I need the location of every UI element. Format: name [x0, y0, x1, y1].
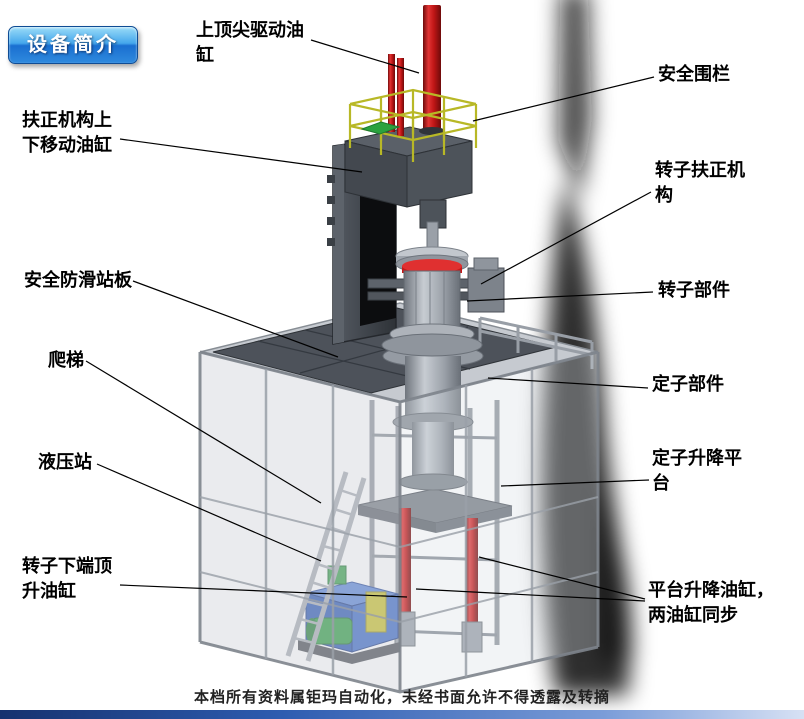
label-top-cylinder: 上顶尖驱动油缸 — [196, 20, 304, 65]
label-stator-lift-platform: 定子升降平台 — [652, 448, 742, 493]
label-centering-cylinder: 扶正机构上下移动油缸 — [22, 110, 112, 155]
label-rotor-centering: 转子扶正机构 — [655, 160, 745, 205]
label-rotor-part: 转子部件 — [658, 280, 730, 300]
label-hydraulic-station: 液压站 — [38, 452, 92, 472]
label-ladder: 爬梯 — [48, 350, 84, 370]
top-cylinder-rods — [388, 5, 445, 136]
label-stator-part: 定子部件 — [652, 374, 724, 394]
watermark-text: 本档所有资料属钜玛自动化，未经书面允许不得透露及转摘 — [193, 689, 610, 706]
label-rotor-jack-cylinder: 转子下端顶升油缸 — [22, 556, 112, 601]
rotor-part-body — [381, 221, 483, 357]
leader-lines — [85, 39, 655, 602]
label-platform-lift-cylinders: 平台升降油缸，两油缸同步 — [648, 580, 774, 625]
green-plate — [360, 121, 401, 135]
shadow-smudge — [541, 0, 633, 695]
label-antislip-plate: 安全防滑站板 — [24, 270, 132, 290]
enclosure-walls — [198, 350, 600, 694]
equipment-intro-badge: 设备简介 — [8, 26, 138, 64]
ladder-structure — [285, 471, 367, 662]
label-safety-fence: 安全围栏 — [658, 64, 730, 84]
platform-rail — [478, 316, 594, 369]
bottom-bar — [0, 710, 804, 719]
